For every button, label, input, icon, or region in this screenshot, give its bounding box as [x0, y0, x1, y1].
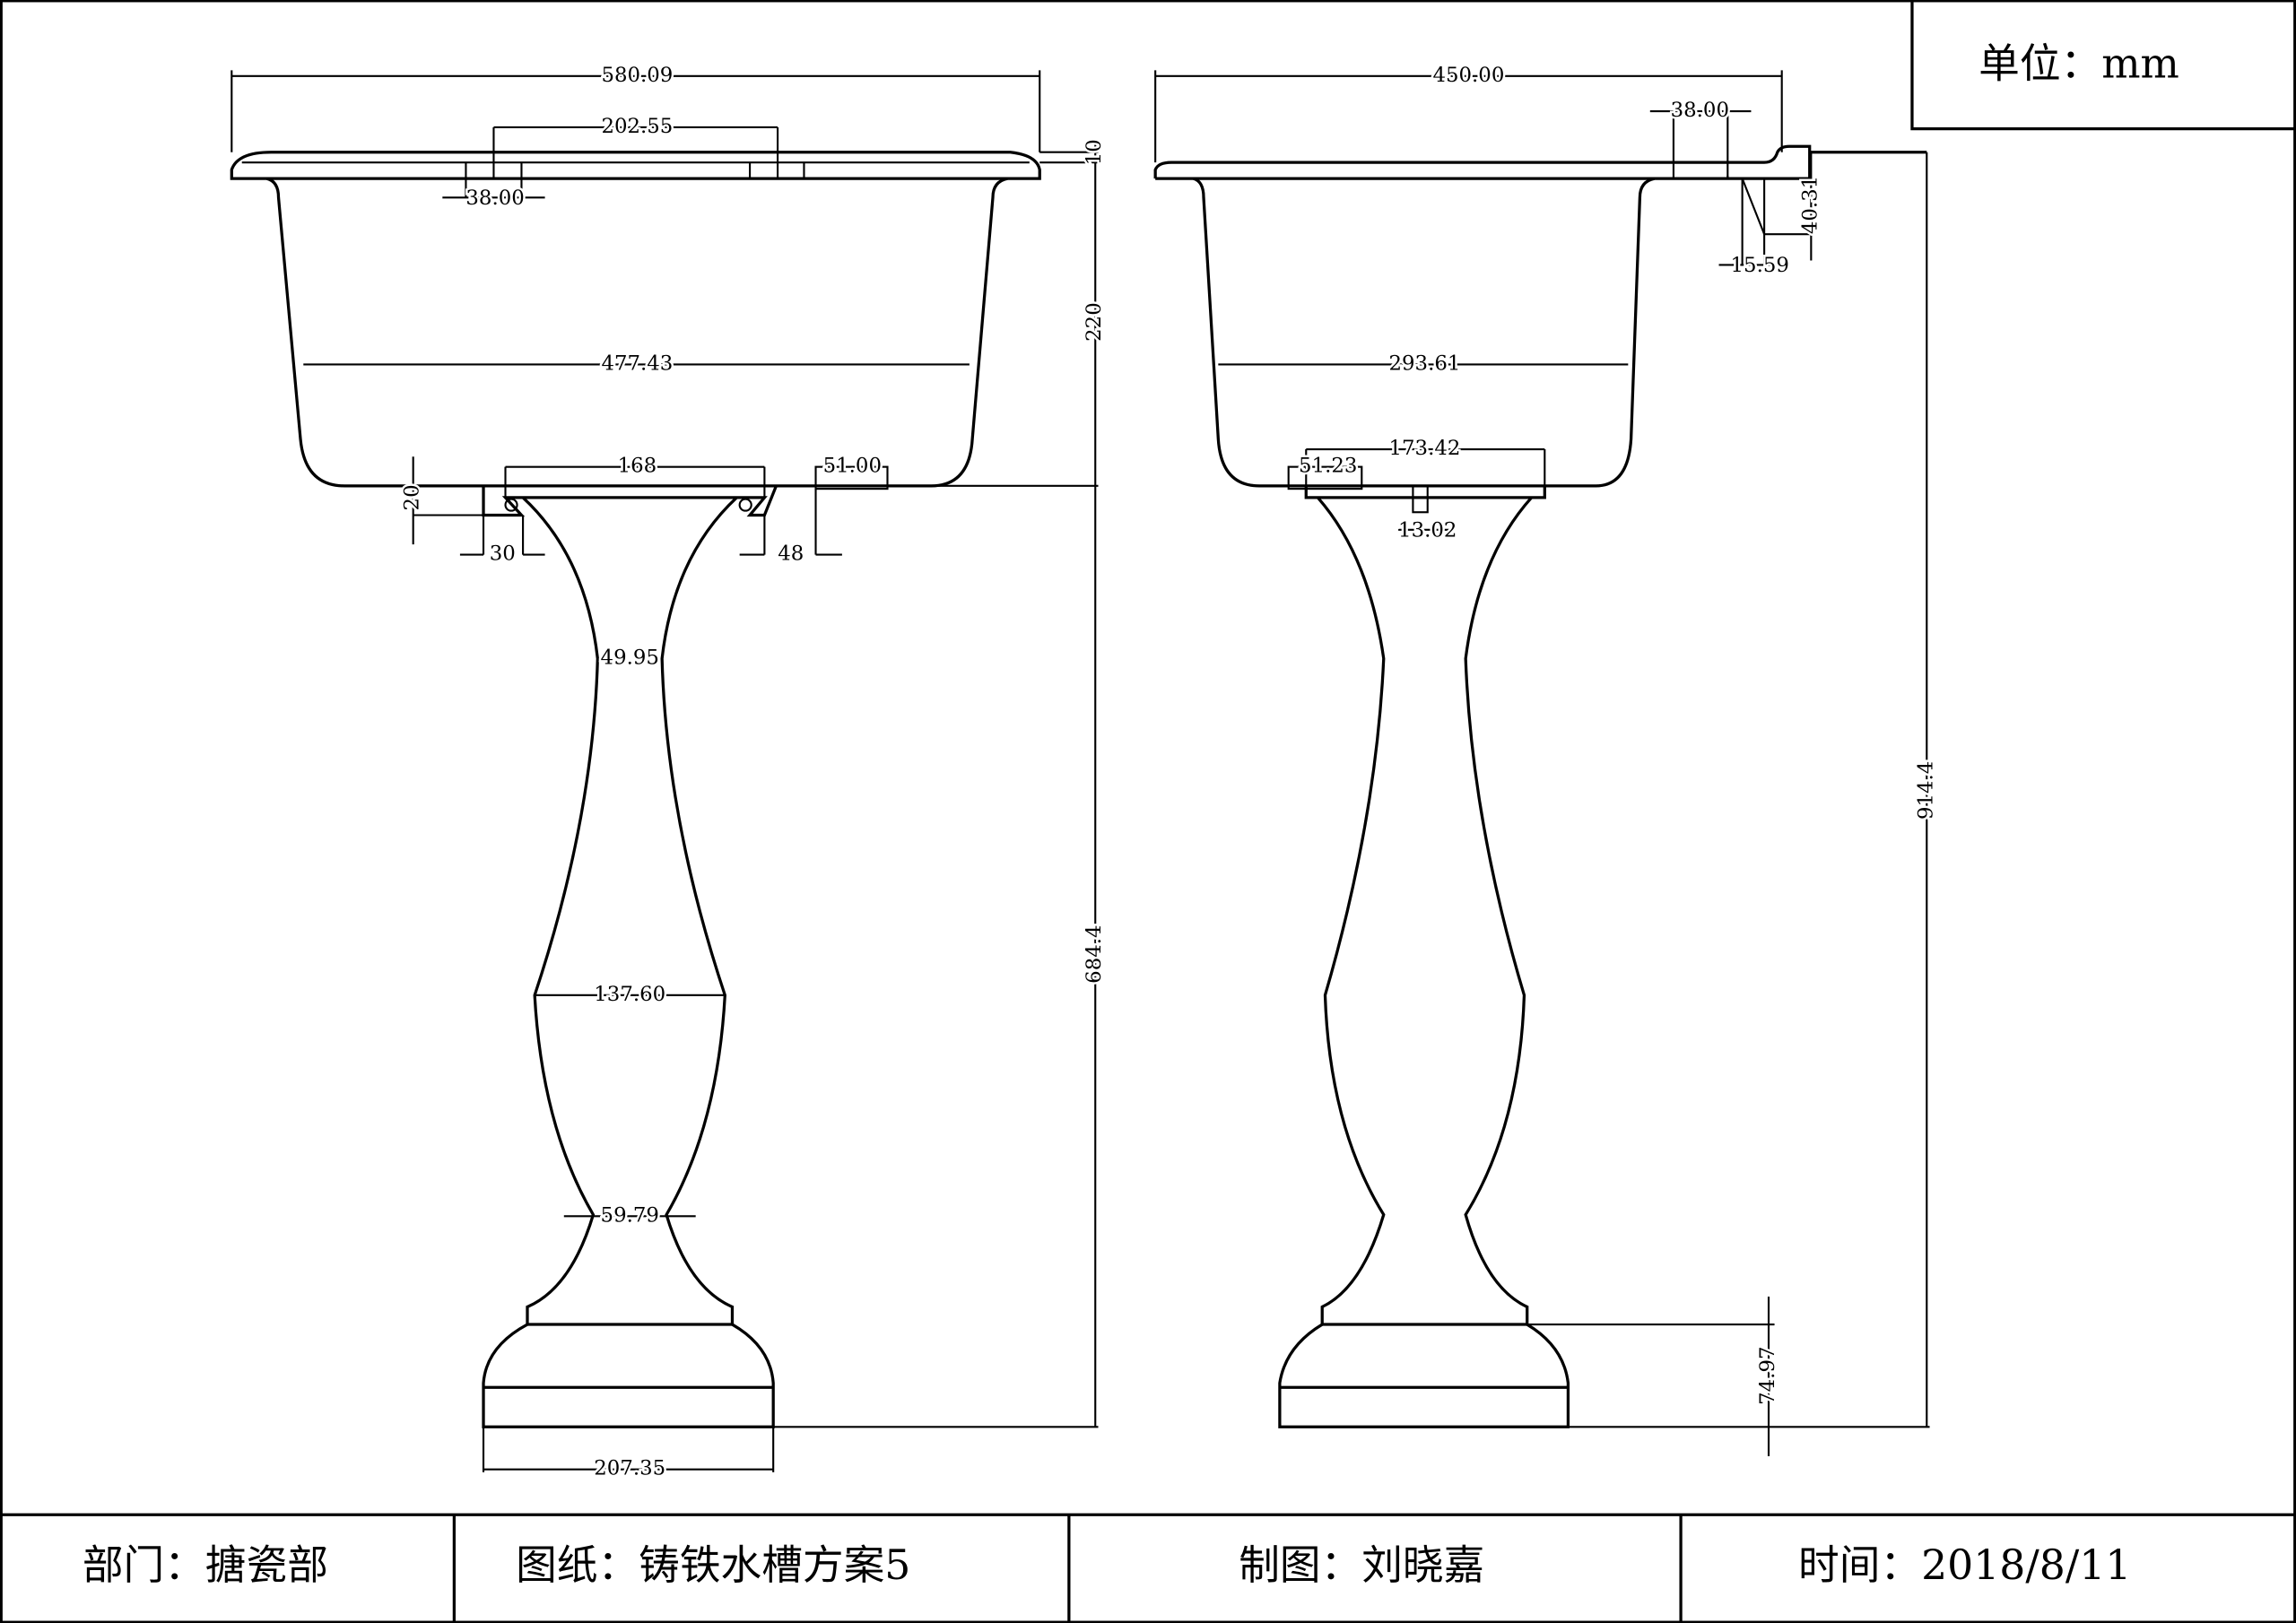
dim-bowl-depth: 220 — [1083, 302, 1106, 342]
drafter-field: 制图：刘晓嘉 — [1239, 1541, 1484, 1589]
dim-side-hole-width: 38.00 — [1671, 99, 1729, 122]
side-view: 450.00 38.00 40.31 15.59 293.61 173.42 5… — [1153, 61, 1940, 1456]
dim-belly-width: 137.60 — [594, 983, 665, 1006]
dim-backsplash-depth: 15.59 — [1731, 254, 1789, 277]
front-view: 580.09 202.55 38.00 477.43 10 220 684.4 … — [230, 61, 1109, 1482]
unit-box: 单位：mm — [1910, 0, 2296, 131]
dim-base-height: 74.97 — [1756, 1346, 1779, 1404]
dim-neck-width: 49.95 — [601, 646, 659, 669]
dim-waist-width: 59.79 — [601, 1203, 659, 1227]
dim-pedestal-height: 684.4 — [1083, 924, 1106, 983]
dim-bottom-width: 477.43 — [601, 352, 673, 375]
department-field: 部门：搪瓷部 — [83, 1541, 328, 1589]
dim-drain-spacing: 202.55 — [601, 115, 673, 138]
dim-drain-width: 51.00 — [823, 455, 882, 478]
dim-bracket-width: 168 — [618, 455, 657, 478]
dim-right-offset: 48 — [778, 542, 804, 566]
dim-backsplash-height: 40.31 — [1798, 176, 1822, 234]
dim-rim-thickness: 10 — [1083, 139, 1106, 165]
unit-label: 单位：mm — [1979, 40, 2179, 88]
drawing-name-field: 图纸：铸铁水槽方案5 — [516, 1541, 910, 1589]
dim-hole-width: 38.00 — [465, 187, 524, 210]
title-block: 部门：搪瓷部 图纸：铸铁水槽方案5 制图：刘晓嘉 时间：2018/8/11 — [0, 1513, 2296, 1623]
dim-overall-depth: 450.00 — [1432, 64, 1504, 87]
dim-side-bottom-width: 293.61 — [1389, 352, 1461, 375]
dim-bracket-height: 20 — [401, 484, 424, 510]
dim-side-bracket-width: 173.42 — [1389, 437, 1461, 460]
dim-pin-width: 13.02 — [1398, 518, 1457, 542]
date-field: 时间：2018/8/11 — [1798, 1541, 2131, 1589]
dim-base-width: 207.35 — [594, 1457, 665, 1480]
dim-overall-width: 580.09 — [601, 64, 673, 87]
dim-side-drain-width: 51.23 — [1299, 455, 1357, 478]
dim-total-height: 914.4 — [1914, 761, 1937, 820]
dim-left-offset: 30 — [490, 542, 516, 566]
